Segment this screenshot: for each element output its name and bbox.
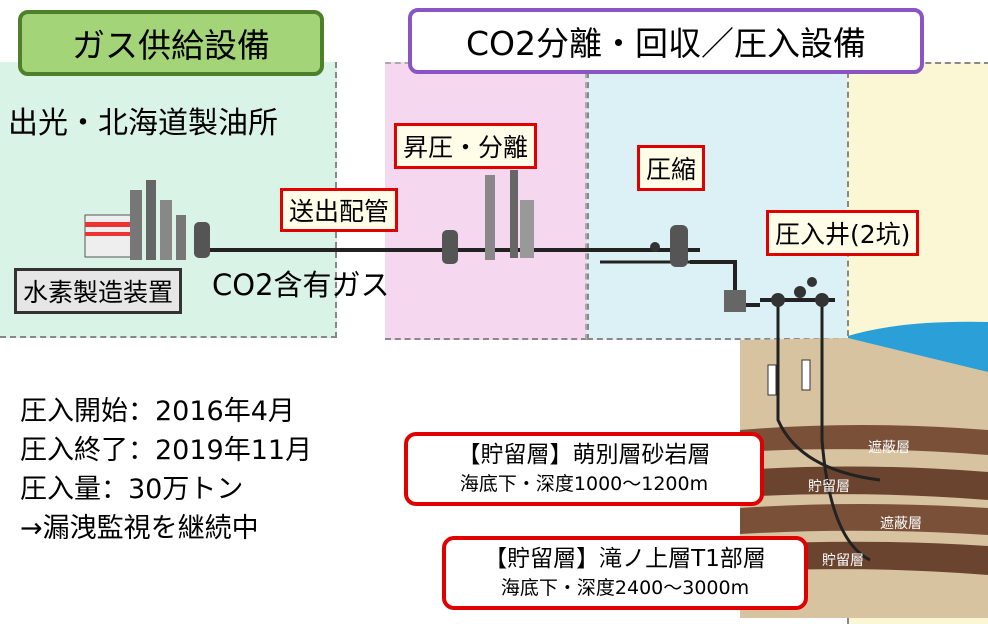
reservoir-callout-2: 【貯留層】滝ノ上層T1部層 海底下・深度2400～3000m bbox=[442, 536, 808, 610]
pipeline-label: 送出配管 bbox=[280, 188, 399, 232]
reservoir-2-title: 【貯留層】滝ノ上層T1部層 bbox=[484, 546, 766, 572]
gas-supply-header: ガス供給設備 bbox=[18, 10, 324, 76]
hydrogen-unit-label: 水素製造装置 bbox=[14, 268, 183, 314]
stat-start: 圧入開始：2016年4月 bbox=[20, 396, 295, 427]
well-path-1 bbox=[776, 300, 881, 482]
pipe-to-well bbox=[690, 260, 760, 307]
injection-stats: 圧入開始：2016年4月 圧入終了：2019年11月 圧入量：30万トン →漏洩… bbox=[20, 392, 312, 548]
stratum-seal-1 bbox=[740, 425, 988, 455]
separation-plant bbox=[442, 170, 534, 264]
refinery-label: 出光・北海道製油所 bbox=[8, 106, 278, 141]
flow-arrow-2 bbox=[801, 359, 811, 391]
refinery-plant bbox=[84, 180, 210, 260]
stratum-seal-2 bbox=[740, 504, 988, 535]
compressor bbox=[600, 225, 690, 267]
stat-monitoring: →漏洩監視を継続中 bbox=[20, 513, 259, 544]
stratum-label-reservoir-1: 貯留層 bbox=[808, 479, 850, 495]
stratum-reservoir-1 bbox=[740, 466, 988, 500]
sea bbox=[848, 321, 988, 372]
boost-separate-label: 昇圧・分離 bbox=[394, 123, 538, 169]
reservoir-1-title: 【貯留層】萌別層砂岩層 bbox=[457, 442, 711, 468]
compression-label: 圧縮 bbox=[637, 145, 706, 191]
flow-arrow-1 bbox=[767, 364, 777, 396]
injection-well-label: 圧入井(2坑) bbox=[766, 210, 920, 256]
wellheads bbox=[760, 277, 835, 307]
stratum-label-seal-1: 遮蔽層 bbox=[868, 440, 910, 456]
reservoir-callout-1: 【貯留層】萌別層砂岩層 海底下・深度1000～1200m bbox=[404, 432, 764, 506]
well-path-2 bbox=[820, 300, 871, 562]
stat-amount: 圧入量：30万トン bbox=[20, 474, 244, 505]
stratum-label-reservoir-2: 貯留層 bbox=[822, 553, 864, 569]
co2-facility-header: CO2分離・回収／圧入設備 bbox=[408, 8, 924, 74]
reservoir-2-depth: 海底下・深度2400～3000m bbox=[500, 577, 750, 599]
reservoir-1-depth: 海底下・深度1000～1200m bbox=[459, 473, 709, 495]
manifold bbox=[724, 290, 746, 312]
stratum-label-seal-2: 遮蔽層 bbox=[880, 516, 922, 532]
stat-end: 圧入終了：2019年11月 bbox=[20, 435, 313, 466]
co2-gas-label: CO2含有ガス bbox=[212, 268, 390, 302]
